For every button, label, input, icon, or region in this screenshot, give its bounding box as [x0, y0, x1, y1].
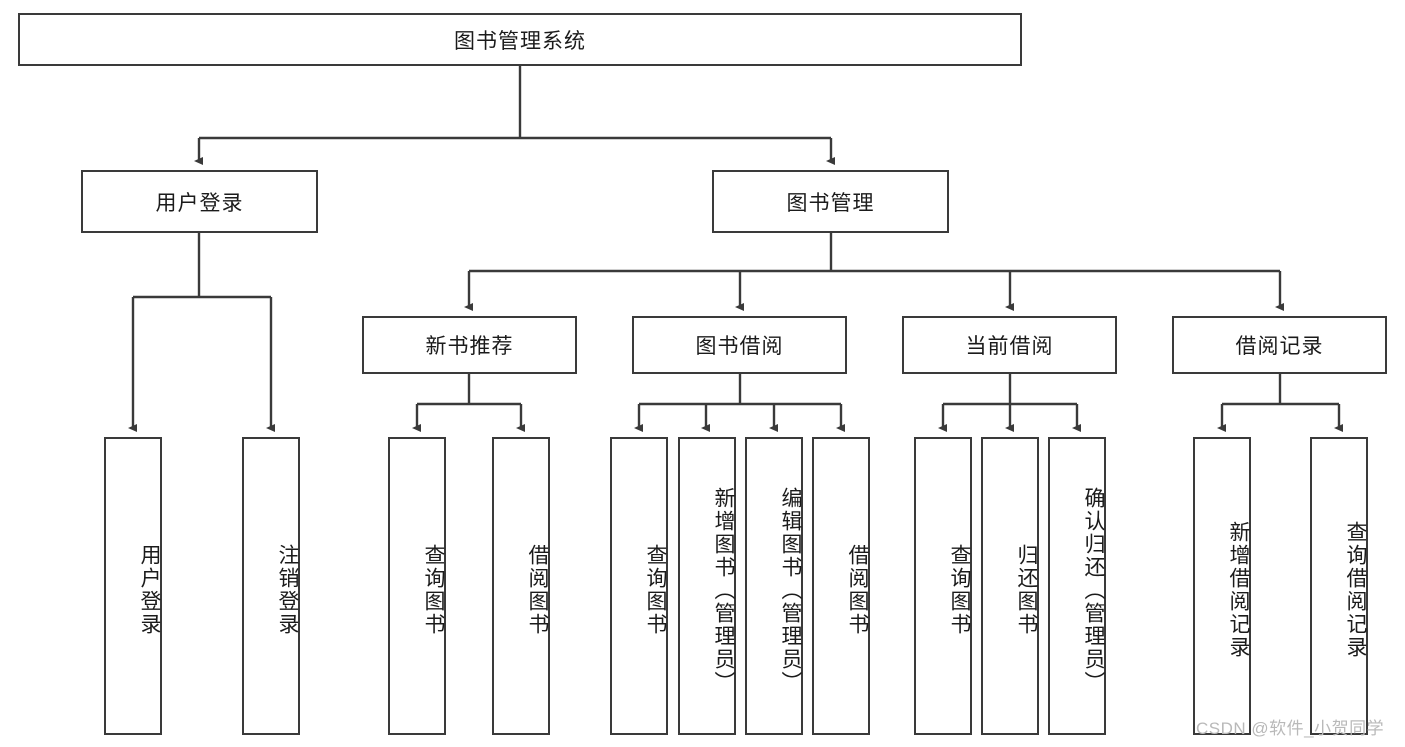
- node-label: 图书管理系统: [454, 29, 586, 53]
- node-label: 当前借阅: [965, 335, 1054, 358]
- node-label: 用户登录: [138, 544, 161, 636]
- node-label: 注销登录: [276, 544, 299, 636]
- node-label: 图书借阅: [695, 335, 784, 358]
- node-user-login[interactable]: 用户登录: [81, 170, 318, 233]
- node-label: 借阅图书: [846, 544, 869, 636]
- node-root-library-system[interactable]: 图书管理系统: [18, 13, 1022, 66]
- node-new-book-recommend[interactable]: 新书推荐: [362, 316, 577, 374]
- node-label: 查询图书: [422, 544, 445, 636]
- node-borrow-record[interactable]: 借阅记录: [1172, 316, 1387, 374]
- leaf-user-login-signout[interactable]: 注销登录: [242, 437, 300, 735]
- leaf-borrowrecord-query-record[interactable]: 查询借阅记录: [1310, 437, 1368, 735]
- node-label: 查询借阅记录: [1344, 521, 1367, 659]
- csdn-watermark: CSDN @软件_小贺同学: [1196, 719, 1385, 738]
- node-current-borrow[interactable]: 当前借阅: [902, 316, 1117, 374]
- leaf-currentborrow-confirm-return-admin[interactable]: 确认归还（管理员）: [1048, 437, 1106, 735]
- leaf-newbook-borrow-books[interactable]: 借阅图书: [492, 437, 550, 735]
- node-label: 借阅图书: [526, 544, 549, 636]
- node-book-management[interactable]: 图书管理: [712, 170, 949, 233]
- leaf-bookborrow-borrow-books[interactable]: 借阅图书: [812, 437, 870, 735]
- node-label: 编辑图书（管理员）: [779, 486, 802, 694]
- leaf-currentborrow-return-books[interactable]: 归还图书: [981, 437, 1039, 735]
- node-label: 新增借阅记录: [1227, 521, 1250, 659]
- node-label: 新增图书（管理员）: [712, 486, 735, 694]
- leaf-currentborrow-query-books[interactable]: 查询图书: [914, 437, 972, 735]
- leaf-bookborrow-add-book-admin[interactable]: 新增图书（管理员）: [678, 437, 736, 735]
- node-label: 查询图书: [644, 544, 667, 636]
- node-label: 图书管理: [786, 191, 875, 215]
- node-label: 查询图书: [948, 544, 971, 636]
- leaf-borrowrecord-add-record[interactable]: 新增借阅记录: [1193, 437, 1251, 735]
- node-book-borrow[interactable]: 图书借阅: [632, 316, 847, 374]
- node-label: 新书推荐: [425, 335, 514, 358]
- node-label: 借阅记录: [1235, 335, 1324, 358]
- leaf-user-login-signin[interactable]: 用户登录: [104, 437, 162, 735]
- node-label: 用户登录: [155, 191, 244, 215]
- leaf-bookborrow-query-books[interactable]: 查询图书: [610, 437, 668, 735]
- node-label: 归还图书: [1015, 544, 1038, 636]
- leaf-newbook-query-books[interactable]: 查询图书: [388, 437, 446, 735]
- node-label: 确认归还（管理员）: [1082, 486, 1105, 694]
- leaf-bookborrow-edit-book-admin[interactable]: 编辑图书（管理员）: [745, 437, 803, 735]
